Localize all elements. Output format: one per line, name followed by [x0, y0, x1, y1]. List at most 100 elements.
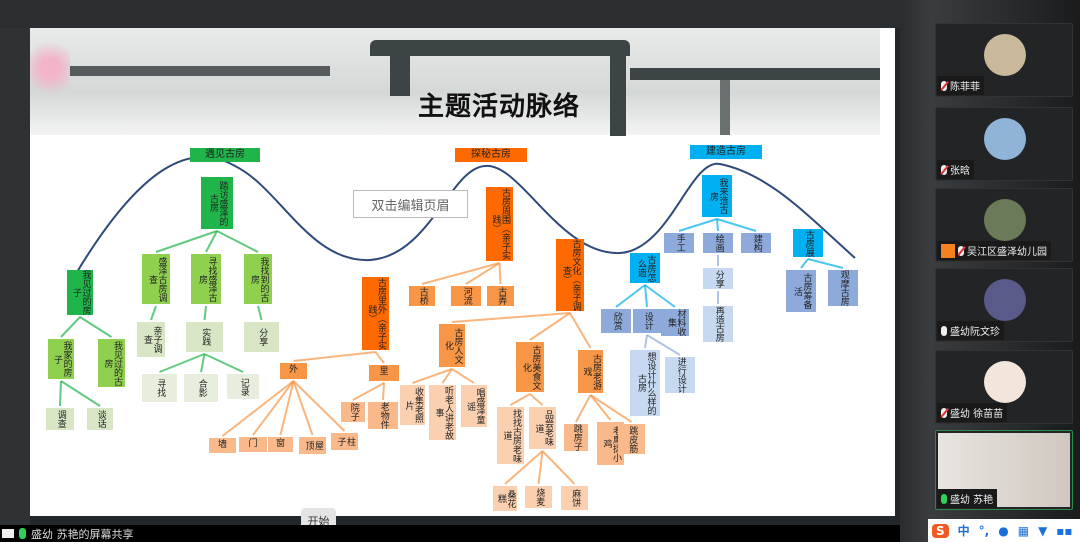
mindmap-node: 盛泽古房调查 — [142, 254, 170, 304]
connector-arrow — [441, 368, 453, 384]
skin-icon[interactable]: ▼ — [1038, 523, 1048, 538]
participant-panel: 陈菲菲张晗吴江区盛泽幼儿园盛幼阮文珍盛幼 徐苗苗盛幼 苏艳 — [900, 0, 1080, 542]
connector-arrow — [60, 380, 101, 407]
phase-header: 建造古房 — [690, 145, 762, 159]
mindmap-node: 古房周围（亲子实践） — [486, 187, 513, 261]
mindmap-node: 古房老游戏 — [578, 350, 603, 393]
mindmap-node: 品尝老味道 — [529, 407, 556, 449]
screen-share-icon[interactable] — [2, 529, 14, 538]
connector-arrow — [451, 312, 571, 323]
mindmap-node: 记录 — [227, 374, 259, 399]
wave-curve — [76, 155, 856, 273]
participant-video-tile[interactable]: 盛幼 苏艳 — [935, 430, 1073, 510]
mindmap-node: 窗 — [268, 437, 293, 452]
mindmap-node: 古桥 — [409, 286, 435, 306]
mindmap-node: 观摩古房 — [828, 270, 858, 306]
participant-tile[interactable]: 陈菲菲 — [935, 23, 1073, 97]
participant-name: 张晗 — [950, 166, 970, 177]
mic-icon[interactable] — [19, 528, 26, 539]
mindmap-node: 再造古房 — [703, 306, 733, 342]
shared-slide: 主题活动脉络 双击编辑页眉 遇见古房探秘古房建造古房踏访盛泽的古房我见过的房子盛… — [30, 28, 895, 516]
ime-mode[interactable]: 中 — [957, 524, 970, 538]
mindmap-node: 古房怎么造 — [630, 253, 660, 283]
participant-tile[interactable]: 盛幼 徐苗苗 — [935, 350, 1073, 424]
mindmap-node: 材料收集 — [661, 309, 689, 336]
toolbox-icon[interactable]: ▪▪ — [1056, 523, 1073, 538]
connector-arrow — [59, 380, 62, 407]
slide-title: 主题活动脉络 — [418, 92, 581, 122]
connector-arrow — [644, 284, 676, 308]
mindmap-node: 门 — [239, 437, 267, 452]
mindmap-node: 寻找 — [142, 374, 177, 402]
mindmap-node: 屋顶 — [299, 437, 326, 454]
mindmap-node: 想设计什么样的古房 — [630, 350, 660, 416]
participant-tile[interactable]: 张晗 — [935, 107, 1073, 181]
mindmap-node: 古房展 — [793, 229, 823, 257]
mic-icon[interactable]: ● — [998, 523, 1009, 538]
connector-arrow — [79, 316, 113, 338]
mindmap-node: 里 — [369, 365, 399, 381]
connector-arrow — [716, 218, 719, 232]
connector-arrow — [221, 380, 295, 437]
connector-arrow — [155, 230, 218, 253]
connector-arrow — [421, 262, 500, 285]
sogou-logo[interactable]: S — [932, 523, 949, 538]
mindmap-node: 收集老照片 — [400, 385, 425, 425]
mic-muted-icon — [941, 80, 947, 91]
mindmap-node: 听老人讲老故事 — [429, 385, 456, 440]
connector-arrow — [716, 218, 757, 232]
connector-arrow — [216, 230, 259, 253]
avatar — [984, 34, 1026, 76]
participant-tile[interactable]: 吴江区盛泽幼儿园 — [935, 188, 1073, 262]
mindmap-node: 建构 — [741, 233, 771, 253]
connector-arrow — [292, 380, 346, 432]
connector-arrow — [352, 382, 385, 401]
mindmap-node: 实践 — [186, 322, 223, 352]
participant-name: 盛幼阮文珍 — [950, 327, 1000, 338]
ime-punct[interactable]: °, — [978, 523, 990, 538]
connector-arrow — [644, 284, 648, 308]
avatar — [984, 279, 1026, 321]
mindmap-node: 谈话 — [87, 408, 113, 430]
mindmap-node: 古弄 — [487, 286, 514, 306]
connector-arrow — [529, 312, 571, 341]
connector-arrow — [374, 351, 385, 364]
mindmap-node: 外 — [280, 363, 307, 379]
mindmap-node: 老物件 — [368, 402, 398, 429]
mindmap-node: 欣赏 — [601, 309, 631, 333]
avatar — [984, 199, 1026, 241]
mindmap-node: 古房美食文化 — [516, 342, 544, 392]
mindmap-node: 院子 — [341, 402, 365, 422]
mindmap-node: 我来造古房 — [702, 175, 732, 217]
connector-arrow — [646, 334, 681, 356]
connector-arrow — [541, 450, 576, 485]
connector-arrow — [60, 316, 81, 338]
flow-diagram — [59, 155, 856, 485]
avatar — [984, 118, 1026, 160]
mindmap-node: 我家的房子 — [48, 339, 74, 379]
mindmap-node: 手工 — [664, 233, 694, 253]
host-icon — [941, 243, 955, 258]
connector-arrow — [807, 258, 844, 269]
mindmap-node: 设计 — [633, 309, 661, 333]
mindmap-node: 进行设计 — [665, 357, 695, 393]
connector-arrow — [150, 305, 157, 321]
connector-arrow — [575, 394, 592, 423]
mindmap-node: 古房里外（亲子实践） — [362, 277, 389, 350]
mindmap-node: 分享 — [244, 322, 279, 352]
connector-arrow — [159, 353, 205, 373]
mindmap-node: 古房文化（亲子调查） — [556, 239, 584, 311]
connector-arrow — [644, 334, 648, 349]
mic-icon — [941, 325, 947, 336]
mindmap-node: 桑花糕 — [493, 486, 517, 511]
header-edit-hint[interactable]: 双击编辑页眉 — [353, 190, 468, 218]
phase-header: 遇见古房 — [190, 148, 260, 162]
connector-arrow — [200, 353, 206, 373]
connector-arrow — [204, 353, 244, 373]
mindmap-node: 我见过的古房 — [98, 339, 125, 387]
participant-tile[interactable]: 盛幼阮文珍 — [935, 268, 1073, 342]
participant-name: 陈菲菲 — [950, 82, 980, 93]
keyboard-icon[interactable]: ▦ — [1017, 523, 1030, 538]
ink-roof-banner: 主题活动脉络 — [30, 28, 880, 136]
share-status-text: 盛幼 苏艳的屏幕共享 — [31, 527, 134, 541]
